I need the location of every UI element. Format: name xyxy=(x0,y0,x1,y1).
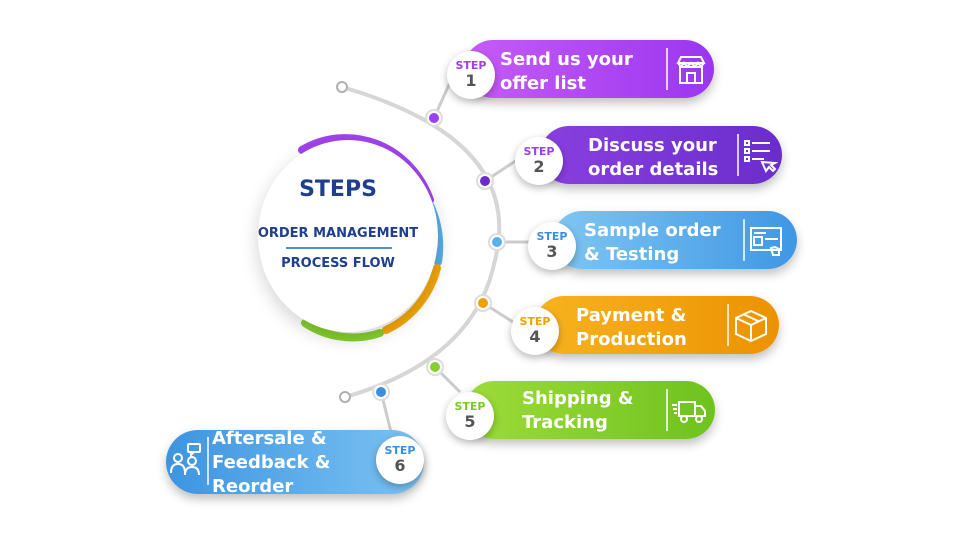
step-1-divider xyxy=(666,48,668,90)
customer-feedback-icon xyxy=(170,443,201,476)
step-3-divider xyxy=(743,219,745,261)
step-6-divider xyxy=(207,437,209,485)
step-3-label: Sample order& Testing xyxy=(584,220,721,265)
store-icon xyxy=(676,56,706,84)
hub-circle xyxy=(258,140,438,332)
step-4-divider xyxy=(727,304,729,346)
step-1-pill xyxy=(464,40,714,98)
step-3-pill xyxy=(553,211,797,269)
hub-subtitle-line2: PROCESS FLOW xyxy=(281,256,395,271)
testing-screen-icon xyxy=(750,227,782,256)
step-5-label: Shipping &Tracking xyxy=(522,388,634,433)
step-4-label: Payment &Production xyxy=(576,305,687,350)
package-box-icon xyxy=(735,309,767,343)
step-2-pill xyxy=(540,126,782,184)
hub-subtitle-line1: ORDER MANAGEMENT xyxy=(257,226,419,241)
checklist-icon xyxy=(744,140,778,173)
step-4-pill xyxy=(535,296,779,354)
hub-title: STEPS xyxy=(299,177,377,202)
step-5-divider xyxy=(666,389,668,431)
step-2-divider xyxy=(737,134,739,176)
step-6-label: Aftersale &Feedback &Reorder xyxy=(212,428,331,497)
hub-divider xyxy=(286,247,392,249)
delivery-truck-icon xyxy=(672,401,706,423)
